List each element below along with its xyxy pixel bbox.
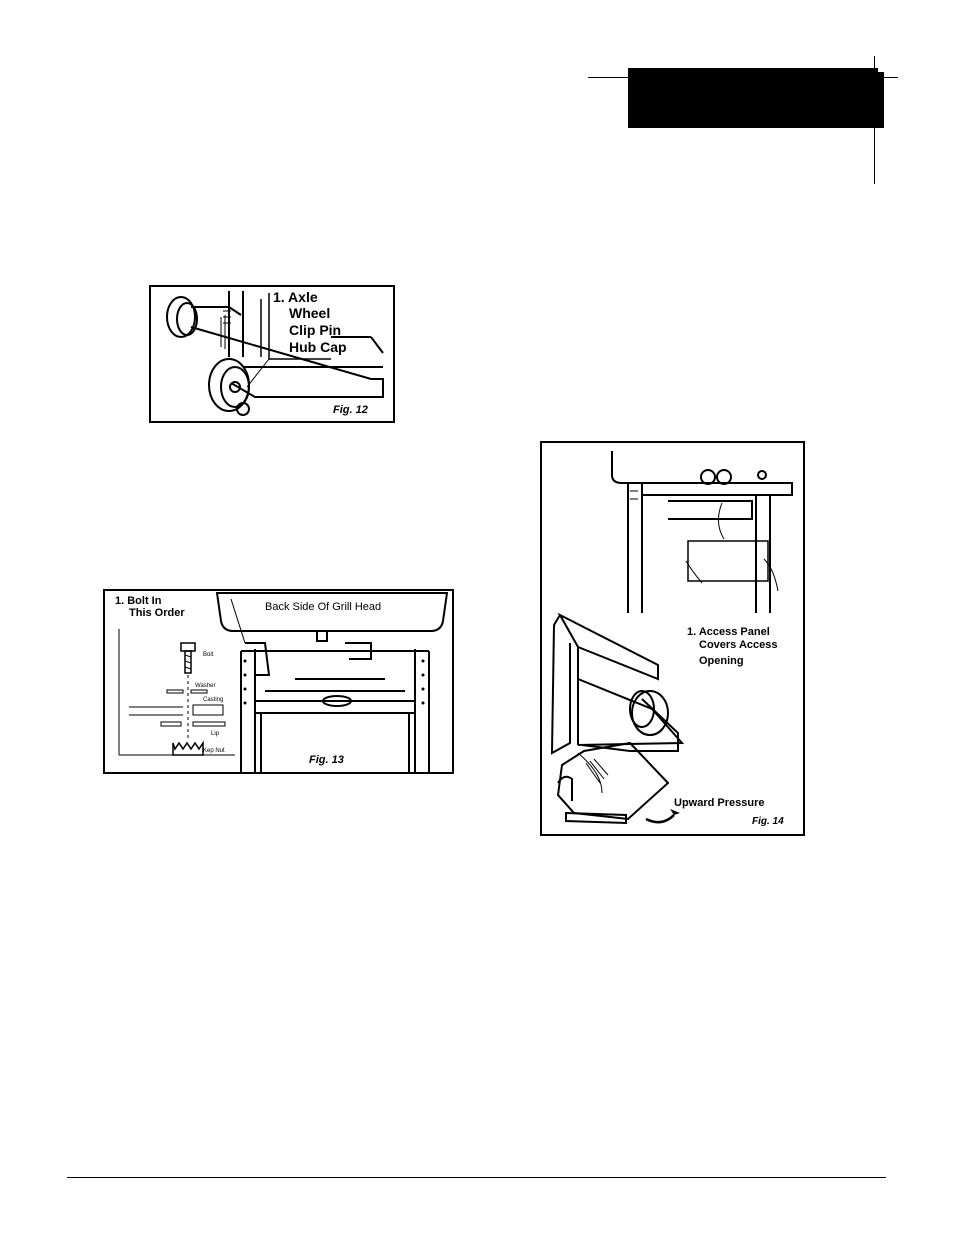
header-tab — [628, 68, 878, 128]
figure-12-caption: Fig. 12 — [333, 404, 368, 416]
figure-13-caption: Fig. 13 — [309, 754, 344, 766]
upward-pressure-label: Upward Pressure — [674, 797, 765, 809]
header-tab-shadow — [878, 72, 884, 128]
part-bolt: Bolt — [203, 652, 214, 658]
part-kep-nut: Kep Nut — [203, 748, 225, 754]
fig14-callout-line1: 1. Access Panel — [687, 626, 770, 638]
grill-head-bolt-illustration — [118, 592, 449, 772]
label-hub-cap: Hub Cap — [289, 339, 347, 355]
crop-mark-vertical — [874, 56, 875, 184]
access-panel-illustration — [550, 451, 793, 825]
label-clip-pin: Clip Pin — [289, 322, 342, 338]
crop-mark-horizontal-right — [884, 77, 898, 78]
label-axle: 1. Axle — [273, 289, 318, 305]
fig13-callout-line2: This Order — [129, 607, 185, 619]
figure-14-caption: Fig. 14 — [752, 816, 784, 827]
fig14-callout-line3: Opening — [699, 655, 744, 667]
part-casting: Casting — [203, 697, 224, 703]
wheel-axle-illustration — [166, 291, 384, 416]
fig13-callout-line1: 1. Bolt In — [115, 595, 162, 607]
part-washer: Washer — [195, 683, 216, 689]
part-lip: Lip — [211, 731, 220, 737]
figure-12: 1. Axle Wheel Clip Pin Hub Cap Fig. 12 — [149, 285, 395, 423]
label-wheel: Wheel — [289, 305, 331, 321]
figure-14: 1. Access Panel Covers Access Opening Up… — [540, 441, 805, 836]
grill-head-label: Back Side Of Grill Head — [265, 601, 382, 613]
footer-rule — [67, 1177, 886, 1178]
figure-13: 1. Bolt In This Order Back Side Of Grill… — [103, 589, 454, 774]
crop-mark-horizontal — [588, 77, 628, 78]
fig14-callout-line2: Covers Access — [699, 639, 778, 651]
